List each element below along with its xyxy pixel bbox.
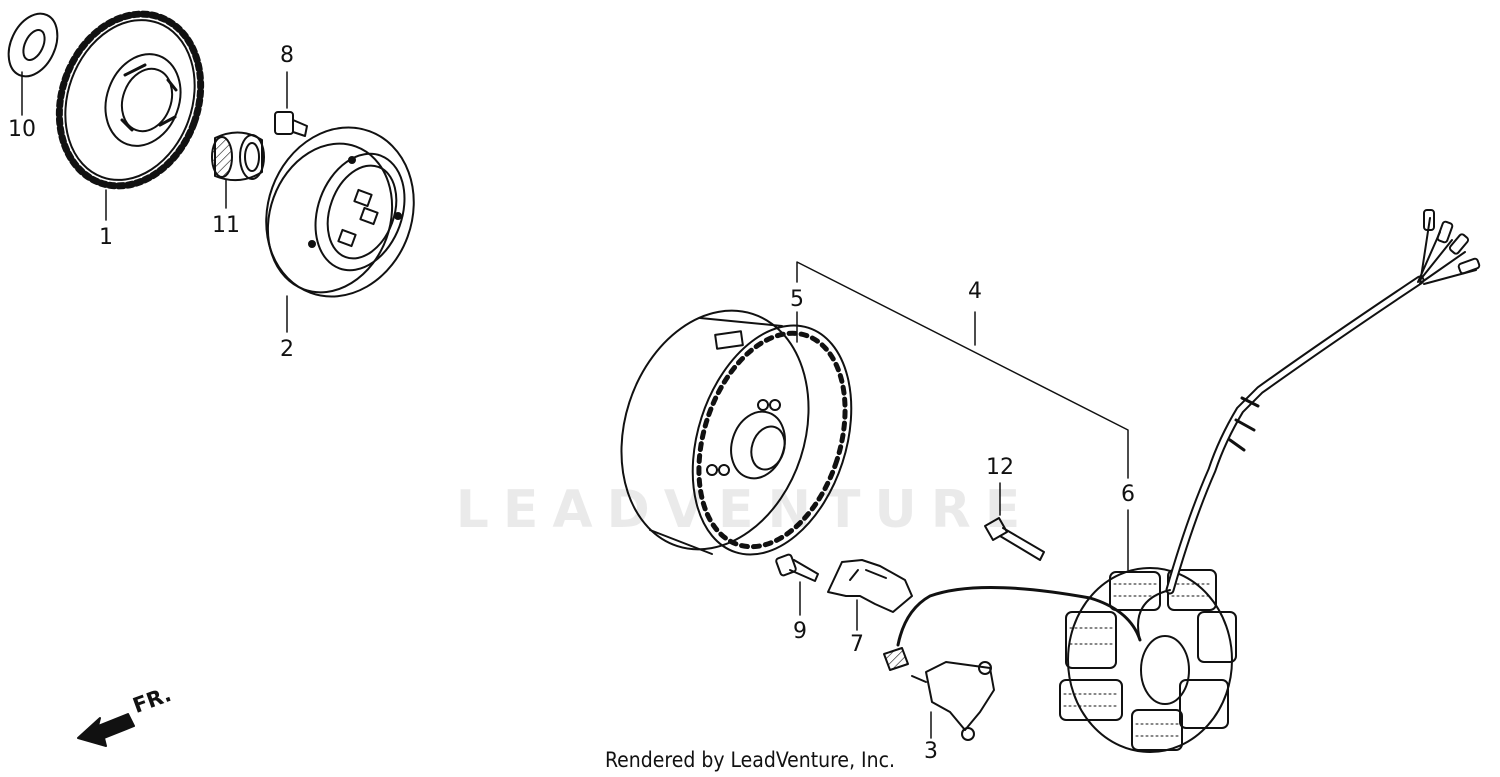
callout-6[interactable]: 6 [1121, 482, 1135, 507]
callout-10[interactable]: 10 [8, 117, 36, 142]
callout-7[interactable]: 7 [850, 632, 864, 657]
callout-8[interactable]: 8 [280, 43, 294, 68]
starter-clutch[interactable] [243, 107, 437, 333]
callout-9[interactable]: 9 [793, 619, 807, 644]
bolt-part-8[interactable] [274, 71, 308, 137]
callout-2[interactable]: 2 [280, 337, 294, 362]
callout-5[interactable]: 5 [790, 287, 804, 312]
callout-4[interactable]: 4 [968, 279, 982, 304]
front-direction-arrow-icon [77, 713, 135, 747]
callout-11[interactable]: 11 [212, 213, 240, 238]
watermark: LEADVENTURE [455, 480, 1035, 540]
washer-part[interactable] [0, 6, 67, 116]
pulser-generator[interactable] [883, 585, 1142, 741]
needle-bearing[interactable] [211, 131, 265, 209]
pulser-bracket[interactable] [827, 559, 913, 631]
callout-1[interactable]: 1 [99, 225, 113, 250]
starter-driven-gear[interactable] [36, 0, 224, 221]
callout-12[interactable]: 12 [986, 455, 1014, 480]
bolt-part-9[interactable] [775, 553, 819, 616]
assembly-bracket-line [796, 261, 1129, 479]
bolt-part-12[interactable] [984, 482, 1045, 561]
stator-assembly[interactable] [1059, 209, 1481, 753]
flywheel-rotor[interactable] [592, 286, 879, 575]
credit-text: Rendered by LeadVenture, Inc. [605, 748, 895, 772]
callout-3[interactable]: 3 [924, 739, 938, 764]
